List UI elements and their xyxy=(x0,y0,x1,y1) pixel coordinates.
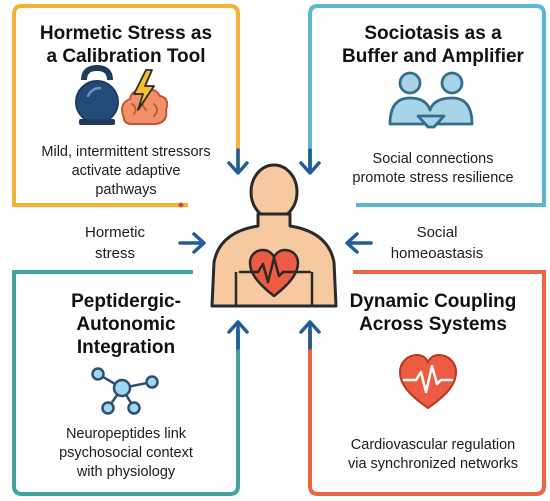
social-homeostasis-label-line2: homeoastasis xyxy=(390,245,484,262)
peptidergic-text-line1: Neuropeptides link xyxy=(65,426,187,442)
sociotasis-text-line2: promote stress resilience xyxy=(352,170,514,186)
dynamic-title-line2: Across Systems xyxy=(359,314,507,335)
dynamic-title-line1: Dynamic Coupling xyxy=(349,291,517,312)
peptidergic-frame xyxy=(12,270,240,496)
sociotasis-title-line1: Sociotasis as a xyxy=(364,23,502,44)
hormetic-title: Hormetic Stress as a Calibration Tool xyxy=(14,22,238,68)
social-homeostasis-label: Social homeoastasis xyxy=(372,222,502,264)
lightning-icon xyxy=(133,69,155,111)
hormetic-title-line1: Hormetic Stress as xyxy=(39,23,213,44)
kettlebell-icon xyxy=(75,64,119,125)
arrow-bottom-left xyxy=(227,320,249,350)
hormetic-stress-label-line1: Hormetic xyxy=(84,224,145,241)
center-heart-pulse-icon xyxy=(238,248,312,298)
hormetic-stress-label-line2: stress xyxy=(94,245,135,262)
heart-pulse-icon xyxy=(398,353,458,410)
hormetic-title-line2: a Calibration Tool xyxy=(46,46,206,67)
dynamic-frame xyxy=(308,270,546,496)
people-icon xyxy=(388,71,474,129)
hormetic-text-line3: pathways xyxy=(95,182,157,198)
sociotasis-title: Sociotasis as a Buffer and Amplifier xyxy=(322,22,544,68)
hormetic-frame xyxy=(12,4,240,207)
hormetic-stress-label: Hormetic stress xyxy=(60,222,170,264)
peptidergic-text-line2: psychosocial context xyxy=(59,445,193,461)
sociotasis-text: Social connections promote stress resili… xyxy=(322,150,544,188)
arrow-top-right xyxy=(299,148,321,175)
peptidergic-title: Peptidergic- Autonomic Integration xyxy=(14,290,238,359)
brain-icon xyxy=(121,88,169,125)
arrow-top-left xyxy=(227,148,249,175)
hormetic-text-line1: Mild, intermittent stressors xyxy=(41,144,211,160)
hormetic-frame-dot xyxy=(178,202,184,208)
arrow-left xyxy=(178,232,206,254)
peptidergic-title-line3: Integration xyxy=(76,337,176,358)
hormetic-text: Mild, intermittent stressors activate ad… xyxy=(14,143,238,200)
dynamic-text-line2: via synchronized networks xyxy=(347,456,519,472)
peptidergic-title-line2: Autonomic xyxy=(76,314,176,335)
peptidergic-text-line3: with physiology xyxy=(76,464,176,480)
peptidergic-title-line1: Peptidergic- xyxy=(71,291,181,312)
dynamic-title: Dynamic Coupling Across Systems xyxy=(322,290,544,336)
peptidergic-text: Neuropeptides link psychosocial context … xyxy=(14,425,238,482)
network-icon xyxy=(91,367,159,415)
sociotasis-title-line2: Buffer and Amplifier xyxy=(342,46,524,67)
arrow-right xyxy=(345,232,373,254)
social-homeostasis-label-line1: Social xyxy=(416,224,458,241)
arrow-bottom-right xyxy=(299,320,321,350)
hormetic-text-line2: activate adaptive xyxy=(71,163,181,179)
sociotasis-frame xyxy=(308,4,546,207)
dynamic-text: Cardiovascular regulation via synchroniz… xyxy=(322,436,544,474)
dynamic-text-line1: Cardiovascular regulation xyxy=(350,437,516,453)
sociotasis-text-line1: Social connections xyxy=(372,151,494,167)
